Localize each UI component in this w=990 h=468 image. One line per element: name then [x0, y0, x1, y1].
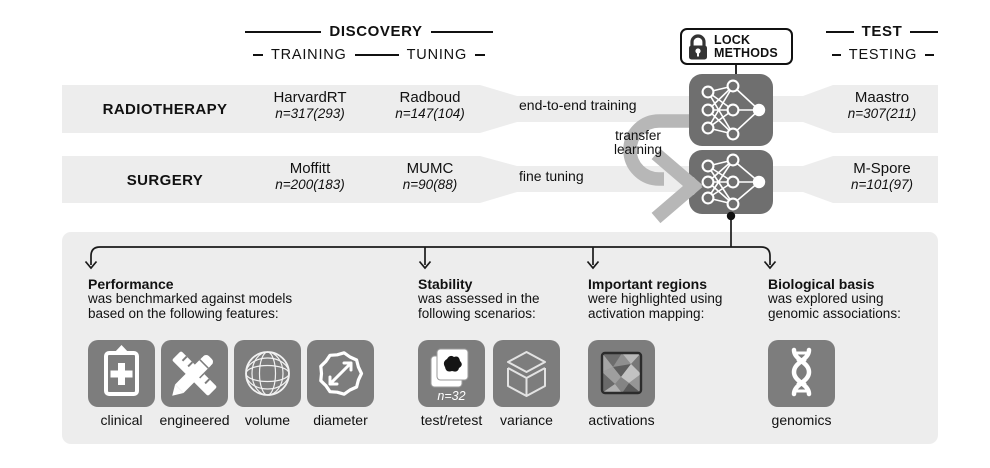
cohort-name: Radboud — [399, 89, 461, 106]
cohort-harvardrt: HarvardRT n=317(293) — [250, 90, 370, 122]
analysis-desc-line: was benchmarked against models — [88, 291, 293, 306]
analysis-desc-line: genomic associations: — [768, 305, 901, 321]
lock-line1: LOCK — [714, 32, 751, 47]
cohort-n: n=101(97) — [851, 177, 913, 192]
icon-label: diameter — [313, 412, 368, 428]
cohort-name: Maastro — [854, 89, 910, 106]
icon-label: test/retest — [420, 412, 483, 428]
cohort-n: n=307(211) — [847, 106, 917, 121]
analysis-desc-line: following scenarios: — [418, 305, 536, 321]
analysis-desc-line: were highlighted using — [588, 291, 723, 306]
important-regions-icons: activations — [588, 340, 655, 428]
neural-network-icon-top — [689, 74, 773, 146]
analysis-important-regions: Important regions were highlighted using… — [588, 277, 758, 321]
dash-line — [430, 30, 493, 33]
training-label: TRAINING — [270, 47, 347, 63]
cohort-name: HarvardRT — [273, 89, 347, 106]
neural-network-icon-bottom — [689, 150, 773, 214]
tuning-label: TUNING — [406, 47, 468, 63]
analysis-title: Stability — [418, 276, 473, 292]
transfer-learning-label: transfer learning — [600, 129, 676, 156]
icon-label: clinical — [100, 412, 143, 428]
analysis-performance: Performance was benchmarked against mode… — [88, 277, 328, 321]
feature-diameter: diameter — [307, 340, 374, 428]
cohort-maastro: Maastro n=307(211) — [822, 90, 942, 122]
icon-label: activations — [588, 412, 655, 428]
stability-icons: n=32 test/retest variance — [418, 340, 560, 428]
lock-icon — [689, 33, 707, 59]
cohort-n: n=90(88) — [402, 177, 458, 192]
cohort-mspore: M-Spore n=101(97) — [822, 161, 942, 193]
clipboard-plus-icon — [88, 340, 155, 407]
analysis-title: Important regions — [588, 276, 708, 292]
analysis-desc-line: based on the following features: — [88, 305, 279, 321]
dash-line — [252, 54, 263, 56]
ruler-pencil-icon — [161, 340, 228, 407]
cohort-n: n=200(183) — [275, 177, 345, 192]
scenario-variance: variance — [493, 340, 560, 428]
feature-volume: volume — [234, 340, 301, 428]
sphere-wireframe-icon — [234, 340, 301, 407]
discovery-header: DISCOVERY — [238, 23, 500, 40]
discovery-label: DISCOVERY — [329, 23, 423, 40]
cohort-mumc: MUMC n=90(88) — [370, 161, 490, 193]
feature-engineered: engineered — [159, 340, 230, 428]
dash-line — [910, 30, 938, 33]
biological-basis-icons: genomics — [768, 340, 835, 428]
radiotherapy-row-label: RADIOTHERAPY — [102, 101, 228, 118]
fine-tuning-label: fine tuning — [519, 168, 584, 184]
activation-map-icon — [588, 340, 655, 407]
dash-line — [245, 30, 322, 33]
surgery-row-label: SURGERY — [126, 172, 204, 189]
dash-line — [925, 54, 935, 56]
analysis-title: Biological basis — [768, 276, 875, 292]
genomics-item: genomics — [768, 340, 835, 428]
icon-label: genomics — [771, 412, 832, 428]
feature-clinical: clinical — [88, 340, 155, 428]
dash-line — [354, 54, 399, 56]
performance-icons: clinical engineered — [88, 340, 374, 428]
analysis-stability: Stability was assessed in the following … — [418, 277, 578, 321]
cohort-moffitt: Moffitt n=200(183) — [250, 161, 370, 193]
test-label: TEST — [861, 23, 903, 40]
analysis-title: Performance — [88, 276, 174, 292]
analysis-desc-line: was assessed in the — [418, 291, 540, 306]
activations-item: activations — [588, 340, 655, 428]
scenario-test-retest: n=32 test/retest — [418, 340, 485, 428]
end-to-end-training-label: end-to-end training — [519, 97, 637, 113]
test-header: TEST — [826, 23, 938, 40]
cohort-n: n=317(293) — [275, 106, 345, 121]
transfer-line2: learning — [613, 141, 663, 157]
testing-header: TESTING — [824, 47, 942, 63]
analysis-biological-basis: Biological basis was explored using geno… — [768, 277, 938, 321]
testing-label: TESTING — [848, 47, 918, 63]
icon-label: engineered — [159, 412, 230, 428]
lock-methods-badge: LOCK METHODS — [680, 28, 793, 65]
cohort-name: M-Spore — [853, 160, 911, 177]
dash-line — [475, 54, 486, 56]
dna-icon — [768, 340, 835, 407]
diameter-arrow-icon — [307, 340, 374, 407]
test-retest-n-badge: n=32 — [437, 389, 466, 403]
analysis-desc-line: activation mapping: — [588, 305, 705, 321]
branch-connector — [84, 220, 777, 270]
lock-methods-text: LOCK METHODS — [714, 32, 778, 60]
transfer-learning-arrow — [623, 114, 703, 224]
analysis-desc-line: was explored using — [768, 291, 884, 306]
cohort-name: MUMC — [406, 160, 454, 177]
icon-label: volume — [244, 412, 291, 428]
cohort-name: Moffitt — [289, 160, 331, 177]
dash-line — [831, 54, 841, 56]
image-stack-icon: n=32 — [418, 340, 485, 407]
cohort-n: n=147(104) — [395, 106, 465, 121]
cohort-radboud: Radboud n=147(104) — [370, 90, 490, 122]
icon-label: variance — [500, 412, 553, 428]
transfer-line1: transfer — [615, 128, 661, 143]
cube-wireframe-icon — [493, 340, 560, 407]
junction-dot — [726, 211, 736, 221]
training-tuning-header: TRAINING TUNING — [232, 47, 506, 63]
dash-line — [826, 30, 854, 33]
lock-line2: METHODS — [714, 45, 778, 60]
